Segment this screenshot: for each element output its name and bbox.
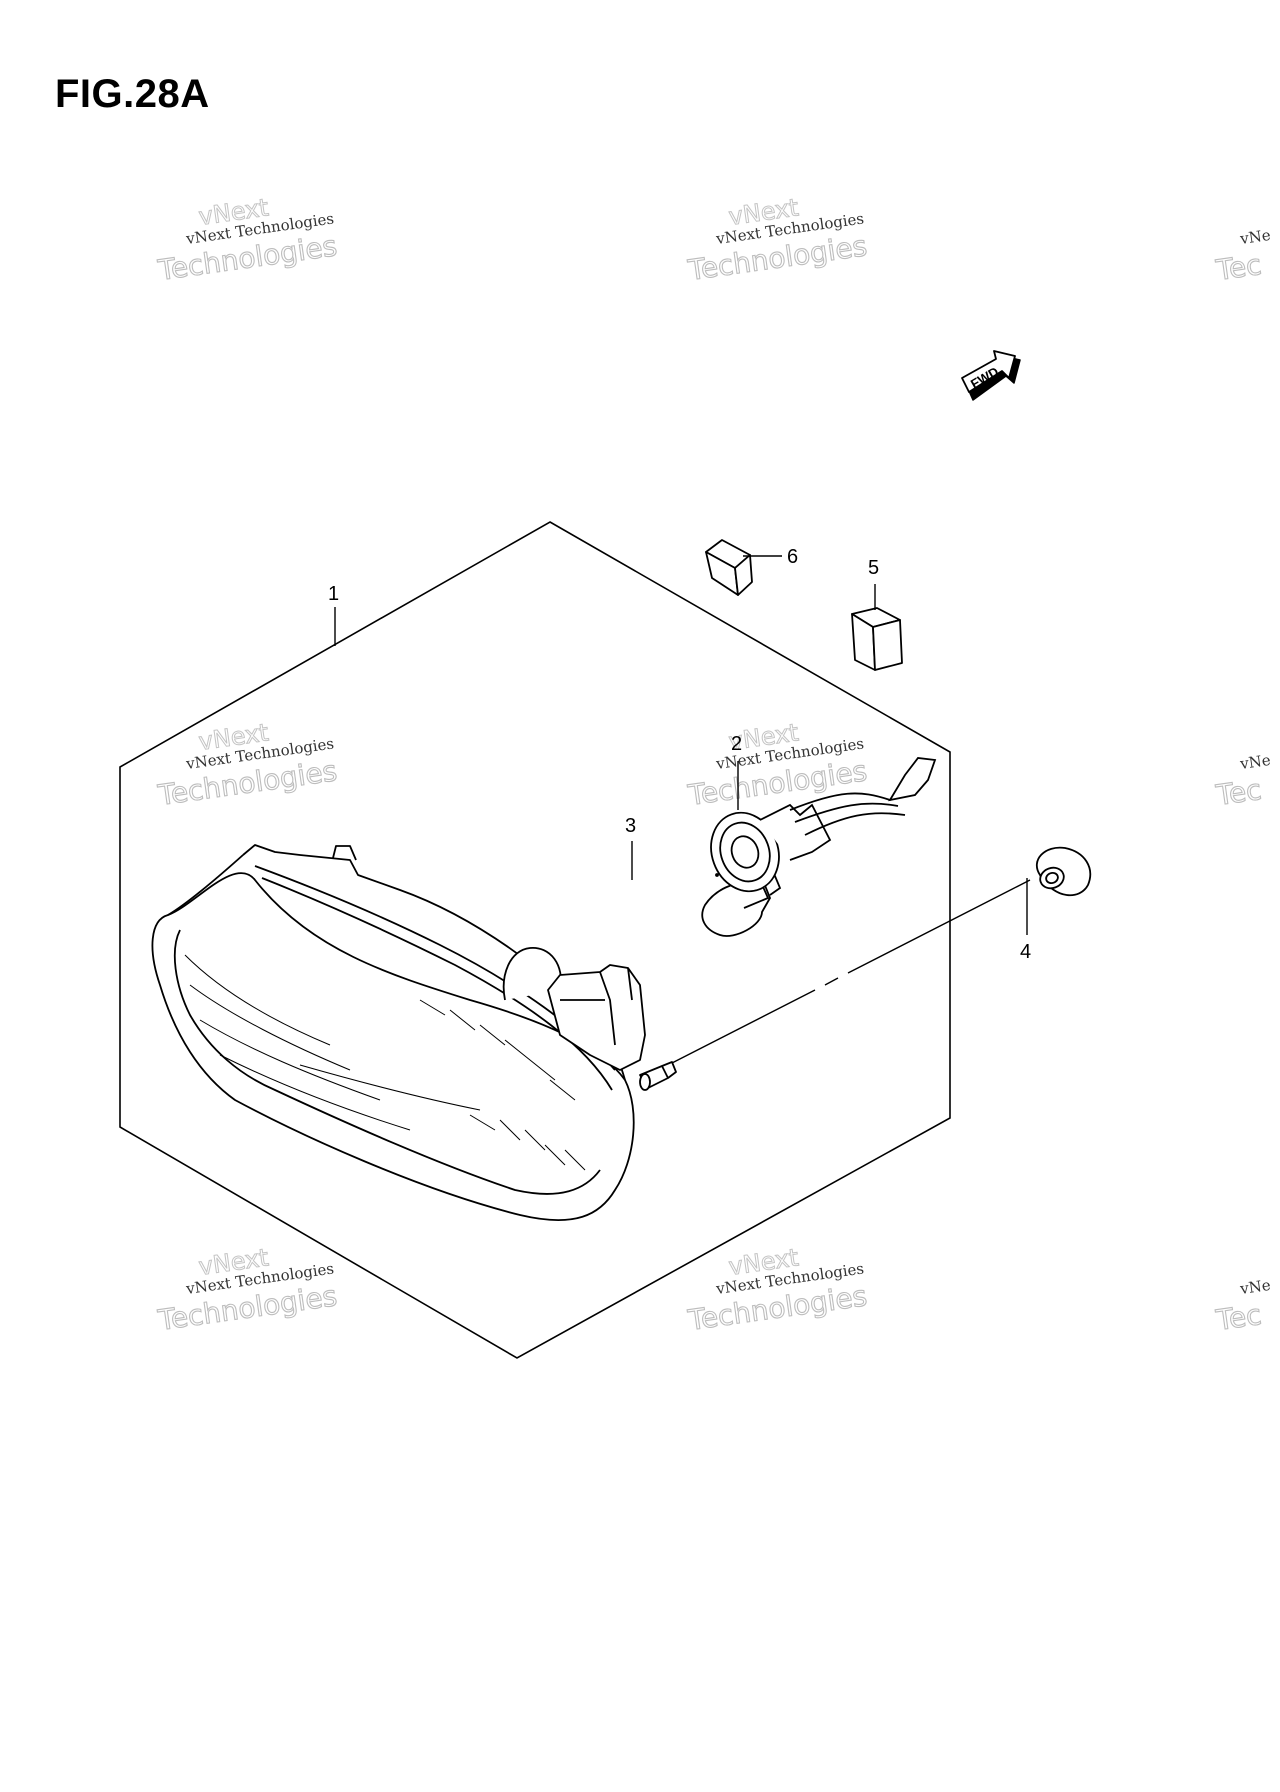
watermark-partial-tec: Tec [1213,1298,1263,1337]
callout-1: 1 [328,583,339,605]
grommet [1035,846,1092,897]
callout-4: 4 [1020,941,1031,963]
callout-2: 2 [731,733,742,755]
watermark-partial-tec: Tec [1213,773,1263,812]
watermark-tile-partial: vNe Tec [1213,226,1272,288]
pad-part-5 [851,607,903,671]
watermark-tile-partial: vNe Tec [1213,751,1272,813]
fwd-arrow-icon: FWD [961,350,1021,401]
leader-lines [334,555,1031,1064]
watermark-tile: vNext vNext Technologies Technologies [155,718,340,813]
watermark-tile-partial: vNe Tec [1213,1276,1272,1338]
watermark-tile: vNext vNext Technologies Technologies [155,1243,340,1338]
watermark-group: vNext vNext Technologies Technologies vN… [155,193,1272,1338]
watermark-partial-vne: vNe [1238,751,1272,773]
watermark-partial-vne: vNe [1238,1276,1272,1298]
tail-lamp-housing [151,844,677,1222]
callout-numbers: 1 2 3 4 5 6 [328,546,1031,963]
watermark-tile: vNext vNext Technologies Technologies [155,193,340,288]
bulb-socket-with-harness [710,757,937,893]
pad-part-6 [705,539,753,596]
leader-axis [671,879,1031,1064]
watermark-partial-vne: vNe [1238,226,1272,248]
watermark-partial-tec: Tec [1213,248,1263,287]
watermark-tile: vNext vNext Technologies Technologies [685,718,870,813]
watermark-tile: vNext vNext Technologies Technologies [685,1243,870,1338]
assembly-outline [119,521,951,1359]
figure-title: FIG.28A [55,72,210,116]
callout-6: 6 [787,546,798,568]
callout-3: 3 [625,815,636,837]
callout-5: 5 [868,557,879,579]
watermark-tile: vNext vNext Technologies Technologies [685,193,870,288]
